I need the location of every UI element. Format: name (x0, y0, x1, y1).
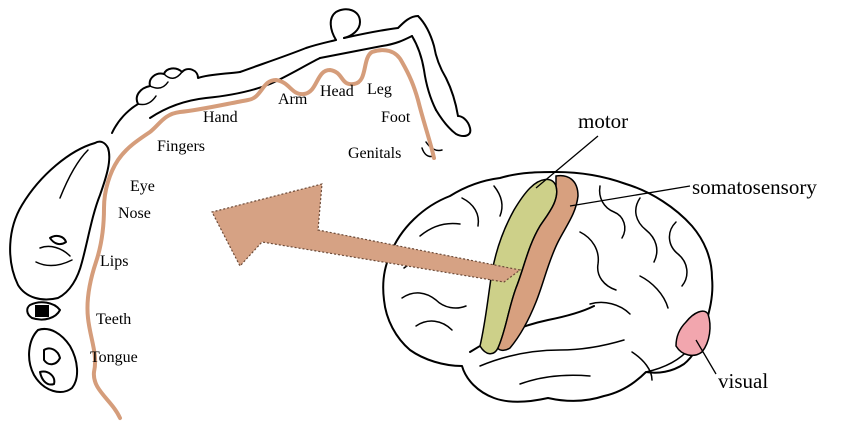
label-visual: visual (718, 369, 768, 393)
homunculus-mouth (35, 305, 49, 317)
label-fingers: Fingers (157, 138, 205, 155)
label-arm: Arm (278, 91, 308, 108)
brain-labels: motor somatosensory visual (536, 109, 817, 393)
brain (383, 172, 712, 402)
homunculus-arm (240, 40, 336, 72)
label-leg: Leg (367, 81, 392, 98)
somatosensory-leader-line (570, 186, 690, 206)
homunculus-face (10, 142, 109, 300)
homunculus-jaw (29, 329, 77, 392)
visual-area (676, 311, 710, 355)
label-foot: Foot (381, 109, 411, 126)
label-somatosensory: somatosensory (692, 175, 817, 199)
homunculus-torso (344, 16, 418, 38)
label-teeth: Teeth (96, 311, 131, 328)
label-motor: motor (578, 109, 628, 133)
label-head: Head (320, 83, 354, 100)
label-tongue: Tongue (90, 349, 138, 366)
label-genitals: Genitals (348, 145, 401, 162)
label-eye: Eye (130, 178, 155, 195)
projection-arrow (212, 184, 520, 282)
label-lips: Lips (100, 253, 128, 270)
label-hand: Hand (203, 109, 238, 126)
homunculus-foot (436, 110, 470, 136)
label-nose: Nose (118, 205, 151, 222)
homunculus-figure (10, 9, 470, 392)
